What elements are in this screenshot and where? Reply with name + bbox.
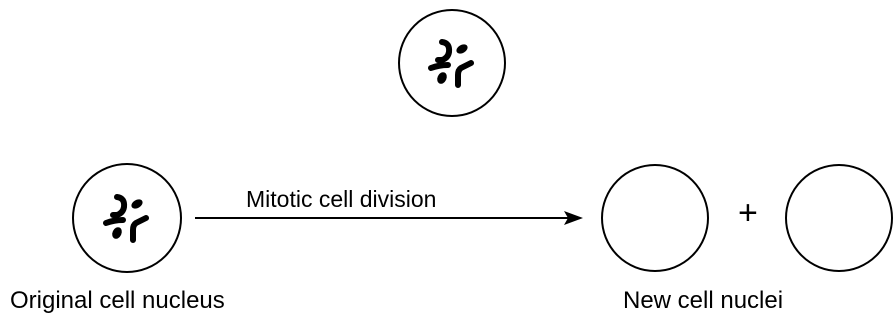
arrow-right-icon xyxy=(195,211,583,225)
new-nuclei-label: New cell nuclei xyxy=(623,287,784,314)
plus-sign: + xyxy=(738,194,758,232)
top-cell-nucleus-icon xyxy=(398,9,506,117)
original-nucleus-label: Original cell nucleus xyxy=(10,287,225,314)
new-cell-nucleus-right-icon xyxy=(785,164,893,272)
original-cell-nucleus-icon xyxy=(72,163,182,273)
new-cell-nucleus-left-icon xyxy=(601,164,709,272)
arrow-label: Mitotic cell division xyxy=(246,186,437,212)
